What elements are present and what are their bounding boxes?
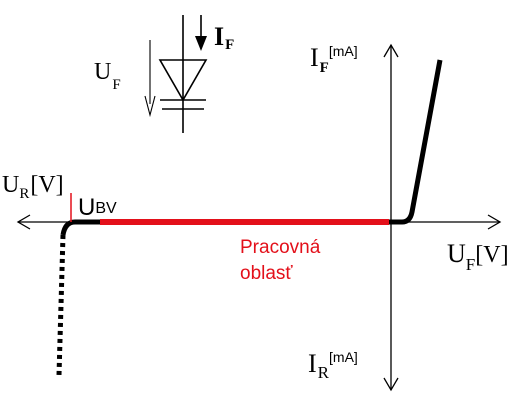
working-region-label-line1: Pracovná bbox=[240, 237, 321, 258]
uf-label-main: U bbox=[94, 59, 111, 85]
uf-label: UF bbox=[94, 59, 121, 93]
ur-label: UR[V] bbox=[2, 172, 64, 202]
y-axis-arrow-up bbox=[383, 43, 399, 58]
if-axis-label-main: I bbox=[310, 43, 319, 72]
uf-axis-label-main: U bbox=[447, 239, 466, 268]
if-arrow-icon bbox=[195, 15, 207, 51]
ur-label-sub: R bbox=[19, 186, 29, 202]
ur-label-main: U bbox=[2, 172, 19, 198]
working-region-label-line2: oblasť bbox=[240, 263, 293, 284]
if-axis-label-sub: F bbox=[320, 60, 329, 76]
if-label-sub: F bbox=[225, 37, 234, 53]
ubv-label-sub: BV bbox=[95, 200, 117, 217]
if-axis-label-unit: [mA] bbox=[329, 43, 358, 59]
breakdown-knee bbox=[60, 219, 100, 236]
ubv-label: UBV bbox=[78, 194, 117, 221]
x-axis-arrow-left bbox=[16, 214, 31, 230]
uf-axis-label-unit: [V] bbox=[475, 242, 508, 268]
x-axis-arrow-right bbox=[487, 214, 502, 230]
ur-label-unit: [V] bbox=[30, 172, 63, 198]
ir-label: IR[mA] bbox=[308, 349, 358, 382]
y-axis-arrow-down bbox=[383, 377, 399, 392]
uf-axis-label-sub: F bbox=[466, 255, 475, 274]
ir-label-unit: [mA] bbox=[329, 349, 358, 365]
breakdown-curve-dotted bbox=[56, 234, 66, 376]
uf-label-sub: F bbox=[112, 77, 120, 93]
diode-icon bbox=[158, 15, 208, 133]
working-region-label: Pracovná oblasť bbox=[240, 237, 326, 284]
uf-arrow-icon bbox=[144, 40, 156, 118]
uf-axis-label: UF[V] bbox=[447, 239, 509, 274]
ir-label-main: I bbox=[308, 349, 317, 378]
characteristic-curve bbox=[56, 59, 443, 376]
if-label-main: I bbox=[214, 22, 224, 51]
if-axis-label: IF[mA] bbox=[310, 43, 358, 76]
if-label: IF bbox=[214, 22, 234, 53]
forward-curve bbox=[389, 59, 443, 225]
ubv-label-main: U bbox=[78, 194, 95, 221]
ir-label-sub: R bbox=[318, 363, 330, 382]
